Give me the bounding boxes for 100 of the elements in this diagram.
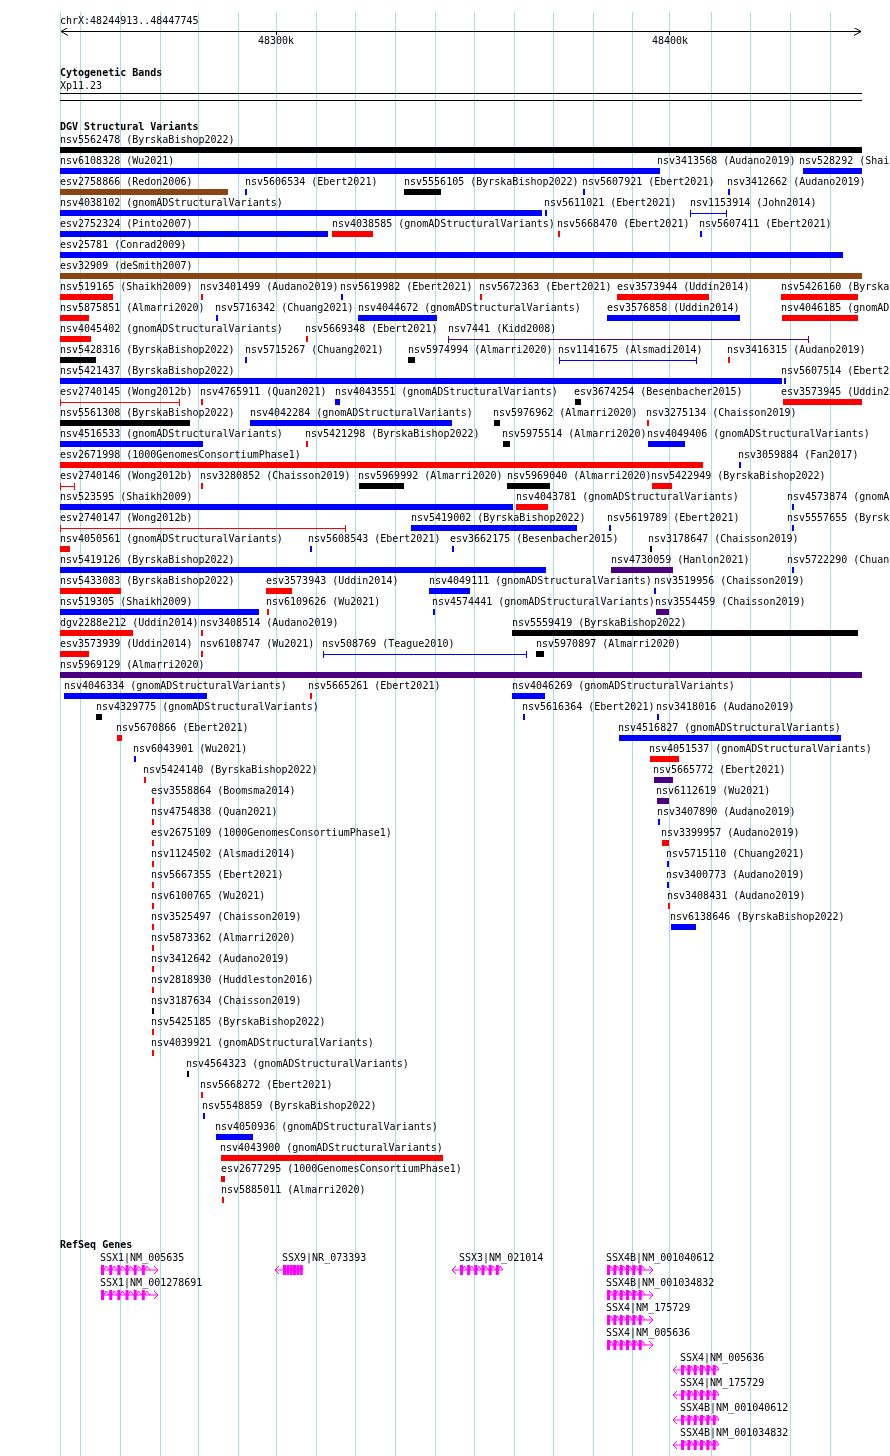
feature-label: nsv5608543 (Ebert2021) — [308, 533, 441, 545]
feature-label: nsv5970897 (Almarri2020) — [536, 638, 681, 650]
feature-label: nsv5607411 (Ebert2021) — [699, 218, 832, 230]
feature-label: nsv5424140 (ByrskaBishop2022) — [143, 764, 318, 776]
feature-label: nsv5422949 (ByrskaBishop2022) — [651, 470, 826, 482]
feature-label: nsv6109626 (Wu2021) — [266, 596, 381, 608]
feature-label: nsv523595 (Shaikh2009) — [60, 491, 193, 503]
track-title: Cytogenetic Bands — [60, 67, 163, 79]
feature-label: nsv1141675 (Alsmadi2014) — [558, 344, 703, 356]
feature-label: nsv5976962 (Almarri2020) — [493, 407, 638, 419]
feature-label: nsv6108328 (Wu2021) — [60, 155, 175, 167]
feature-label: nsv2818930 (Huddleston2016) — [151, 974, 314, 986]
feature-label: nsv3418016 (Audano2019) — [656, 701, 795, 713]
feature-label: nsv5562478 (ByrskaBishop2022) — [60, 134, 235, 146]
feature-label: nsv5433083 (ByrskaBishop2022) — [60, 575, 235, 587]
gene-label: SSX4|NM_005636 — [606, 1327, 691, 1339]
feature-label: nsv3413568 (Audano2019) — [657, 155, 796, 167]
feature-label: nsv4038585 (gnomADStructuralVariants) — [332, 218, 555, 230]
feature-label: esv2677295 (1000GenomesConsortiumPhase1) — [221, 1163, 462, 1175]
feature-label: nsv3408431 (Audano2019) — [667, 890, 806, 902]
feature-label: nsv3525497 (Chaisson2019) — [151, 911, 302, 923]
feature-label: nsv4051537 (gnomADStructuralVariants) — [649, 743, 872, 755]
cytoband-label: Xp11.23 — [60, 80, 103, 92]
feature-label: nsv5428316 (ByrskaBishop2022) — [60, 344, 235, 356]
feature-label: nsv5556105 (ByrskaBishop2022) — [404, 176, 579, 188]
feature-label: nsv5715267 (Chuang2021) — [245, 344, 384, 356]
feature-label: dgv2288e212 (Uddin2014) — [60, 617, 199, 629]
gene-label: SSX9|NR_073393 — [282, 1252, 367, 1264]
coordinate-range-label: chrX:48244913..48447745 — [60, 15, 199, 27]
feature-label: nsv4574441 (gnomADStructuralVariants) — [432, 596, 655, 608]
feature-label: esv2675109 (1000GenomesConsortiumPhase1) — [151, 827, 392, 839]
feature-label: nsv3401499 (Audano2019) — [200, 281, 339, 293]
gene-label: SSX4B|NM_001040612 — [680, 1402, 789, 1414]
feature-label: nsv4516827 (gnomADStructuralVariants) — [618, 722, 841, 734]
feature-label: nsv4050936 (gnomADStructuralVariants) — [215, 1121, 438, 1133]
feature-label: nsv5619789 (Ebert2021) — [607, 512, 740, 524]
gene-label: SSX1|NM_005635 — [100, 1252, 185, 1264]
feature-label: nsv4046269 (gnomADStructuralVariants) — [512, 680, 735, 692]
feature-label: nsv5875851 (Almarri2020) — [60, 302, 205, 314]
feature-label: esv2758866 (Redon2006) — [60, 176, 193, 188]
feature-label: nsv5419126 (ByrskaBishop2022) — [60, 554, 235, 566]
feature-label: nsv5557655 (Byrsk — [787, 512, 890, 524]
feature-label: esv3573945 (Uddin2 — [781, 386, 890, 398]
feature-label: nsv4049406 (gnomADStructuralVariants) — [647, 428, 870, 440]
feature-label: esv2671998 (1000GenomesConsortiumPhase1) — [60, 449, 301, 461]
feature-label: esv3573943 (Uddin2014) — [266, 575, 399, 587]
feature-label: nsv5969992 (Almarri2020) — [358, 470, 503, 482]
feature-label: esv2740146 (Wong2012b) — [60, 470, 193, 482]
feature-label: nsv4044672 (gnomADStructuralVariants) — [358, 302, 581, 314]
feature-label: nsv4765911 (Quan2021) — [200, 386, 327, 398]
feature-label: nsv1124502 (Alsmadi2014) — [151, 848, 296, 860]
feature-label: esv3662175 (Besenbacher2015) — [450, 533, 619, 545]
feature-label: nsv7441 (Kidd2008) — [448, 323, 557, 335]
feature-label: nsv4043781 (gnomADStructuralVariants) — [516, 491, 739, 503]
feature-label: nsv5619982 (Ebert2021) — [340, 281, 473, 293]
feature-label: esv3576858 (Uddin2014) — [607, 302, 740, 314]
feature-label: nsv6108747 (Wu2021) — [200, 638, 315, 650]
feature-label: nsv5665261 (Ebert2021) — [308, 680, 441, 692]
feature-label: esv3674254 (Besenbacher2015) — [574, 386, 743, 398]
feature-label: esv2740145 (Wong2012b) — [60, 386, 193, 398]
feature-label: nsv5668470 (Ebert2021) — [557, 218, 690, 230]
gene-label: SSX4|NM_175729 — [606, 1302, 691, 1314]
feature-label: nsv5559419 (ByrskaBishop2022) — [512, 617, 687, 629]
feature-label: nsv3519956 (Chaisson2019) — [654, 575, 805, 587]
feature-label: nsv5667355 (Ebert2021) — [151, 869, 284, 881]
gene-label: SSX4|NM_005636 — [680, 1352, 765, 1364]
feature-label: nsv5969129 (Almarri2020) — [60, 659, 205, 671]
feature-label: esv3558864 (Boomsma2014) — [151, 785, 296, 797]
track-title: DGV Structural Variants — [60, 121, 199, 133]
feature-label: esv25781 (Conrad2009) — [60, 239, 187, 251]
feature-label: nsv519165 (Shaikh2009) — [60, 281, 193, 293]
feature-label: nsv5670866 (Ebert2021) — [116, 722, 249, 734]
gene-label: SSX4|NM_175729 — [680, 1377, 765, 1389]
gene-label: SSX4B|NM_001034832 — [680, 1427, 789, 1439]
feature-label: nsv3412662 (Audano2019) — [727, 176, 866, 188]
feature-label: nsv3554459 (Chaisson2019) — [655, 596, 806, 608]
feature-label: esv2752324 (Pinto2007) — [60, 218, 193, 230]
feature-label: nsv4516533 (gnomADStructuralVariants) — [60, 428, 283, 440]
feature-label: nsv3408514 (Audano2019) — [200, 617, 339, 629]
feature-label: nsv3416315 (Audano2019) — [727, 344, 866, 356]
feature-label: esv32909 (deSmith2007) — [60, 260, 193, 272]
scale-tick-label: 48400k — [652, 35, 689, 47]
feature-label: nsv3059884 (Fan2017) — [738, 449, 859, 461]
feature-label: nsv6112619 (Wu2021) — [656, 785, 771, 797]
feature-label: nsv5616364 (Ebert2021) — [522, 701, 655, 713]
feature-label: nsv3412642 (Audano2019) — [151, 953, 290, 965]
feature-label: nsv3399957 (Audano2019) — [661, 827, 800, 839]
feature-label: nsv4038102 (gnomADStructuralVariants) — [60, 197, 283, 209]
feature-label: nsv3400773 (Audano2019) — [666, 869, 805, 881]
scale-tick-label: 48300k — [258, 35, 295, 47]
feature-label: nsv5561308 (ByrskaBishop2022) — [60, 407, 235, 419]
feature-label: esv3573944 (Uddin2014) — [617, 281, 750, 293]
feature-label: nsv5969040 (Almarri2020) — [507, 470, 652, 482]
feature-label: nsv3275134 (Chaisson2019) — [646, 407, 797, 419]
feature-label: nsv5606534 (Ebert2021) — [245, 176, 378, 188]
feature-label: nsv4039921 (gnomADStructuralVariants) — [151, 1037, 374, 1049]
feature-label: nsv4050561 (gnomADStructuralVariants) — [60, 533, 283, 545]
feature-label: nsv5426160 (Byrska — [781, 281, 890, 293]
feature-label: nsv3178647 (Chaisson2019) — [648, 533, 799, 545]
feature-label: nsv5665772 (Ebert2021) — [653, 764, 786, 776]
